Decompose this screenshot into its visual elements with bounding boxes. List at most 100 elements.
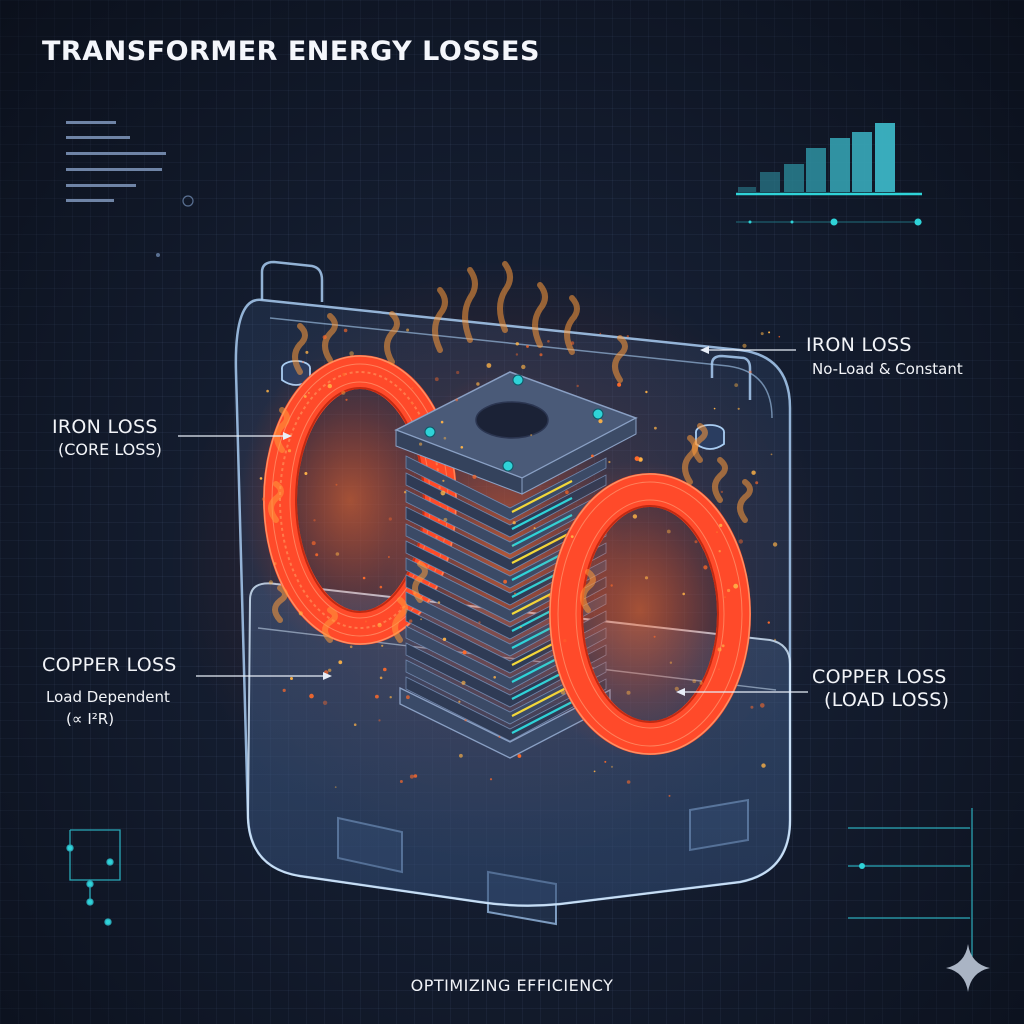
spark (668, 794, 671, 797)
spark (517, 754, 522, 758)
spark (591, 454, 594, 458)
spark (282, 688, 286, 693)
spark (440, 490, 446, 496)
spark (634, 456, 640, 461)
spark (717, 647, 722, 652)
heat-flames (268, 261, 753, 643)
flame-wisp (432, 287, 448, 353)
spark (598, 419, 603, 424)
spark (381, 644, 384, 647)
right-coil (525, 460, 755, 760)
spark (338, 660, 343, 665)
spark (563, 639, 567, 643)
spark (737, 407, 740, 410)
spark (760, 332, 764, 336)
spark (515, 353, 519, 356)
spark (313, 519, 316, 522)
spark (512, 544, 515, 547)
spark (751, 470, 756, 475)
spark (399, 780, 403, 783)
spark (645, 390, 648, 394)
flame-wisp (580, 569, 596, 613)
spark (266, 389, 269, 393)
spark (498, 735, 501, 738)
spark (259, 477, 263, 480)
spark (503, 579, 507, 584)
decorative-circuit-left (66, 829, 121, 926)
spark (437, 601, 441, 604)
flame-wisp (292, 323, 308, 375)
flame-wisp (497, 261, 513, 333)
flame-wisp (272, 585, 288, 623)
spark (560, 690, 566, 695)
spark (458, 700, 461, 703)
spark (442, 479, 445, 482)
spark (472, 474, 477, 479)
spark (413, 774, 418, 778)
copper-loss-left-formula: (∝ I²R) (66, 710, 115, 728)
page-title: TRANSFORMER ENERGY LOSSES (42, 36, 540, 67)
spark (409, 619, 413, 623)
spark (486, 363, 492, 368)
flame-wisp (274, 407, 290, 453)
spark (674, 686, 679, 691)
spark (721, 644, 725, 648)
spark (420, 618, 422, 621)
spark (718, 668, 720, 671)
spark (273, 562, 277, 566)
spark (303, 395, 307, 398)
callout-arrows (178, 346, 808, 696)
spark (302, 361, 305, 364)
spark (478, 621, 481, 624)
spark (761, 763, 766, 768)
spark (341, 390, 346, 395)
spark (455, 398, 459, 402)
spark (604, 760, 607, 763)
spark (459, 753, 463, 758)
iron-loss-right-label: IRON LOSS (806, 334, 912, 356)
spark (392, 620, 395, 623)
flame-wisp (322, 313, 338, 363)
spark (261, 497, 266, 501)
iron-loss-right-sublabel: No-Load & Constant (812, 360, 963, 378)
flame-wisp (384, 311, 400, 365)
decorative-bar-chart (736, 123, 922, 226)
spark (570, 341, 575, 345)
spark (514, 592, 516, 595)
spark (461, 680, 466, 685)
spark (570, 535, 574, 538)
flame-wisp (692, 423, 708, 463)
heat-sparks (259, 328, 781, 797)
spark (703, 565, 708, 570)
spark (727, 588, 731, 593)
spark (768, 331, 771, 334)
spark (375, 694, 379, 699)
spark (617, 382, 622, 387)
spark (349, 645, 353, 649)
spark (362, 576, 366, 580)
spark (440, 420, 444, 424)
spark (460, 446, 464, 449)
spark (403, 491, 407, 494)
spark (653, 635, 656, 638)
spark (724, 596, 726, 599)
spark (353, 723, 357, 726)
spark (530, 434, 533, 437)
spark (311, 541, 316, 546)
spark (322, 335, 327, 340)
spark (342, 372, 346, 377)
spark (335, 552, 340, 556)
spark (304, 472, 308, 475)
spark (716, 531, 718, 533)
spark (290, 677, 293, 680)
spark (383, 667, 387, 672)
copper-loss-left-label: COPPER LOSS (42, 654, 177, 676)
spark (738, 539, 743, 544)
spark (699, 681, 703, 685)
copper-loss-left-sublabel: Load Dependent (46, 688, 170, 706)
flame-wisp (412, 561, 428, 603)
spark (464, 719, 467, 722)
spark (610, 765, 614, 768)
spark (434, 377, 439, 382)
spark (626, 690, 631, 695)
